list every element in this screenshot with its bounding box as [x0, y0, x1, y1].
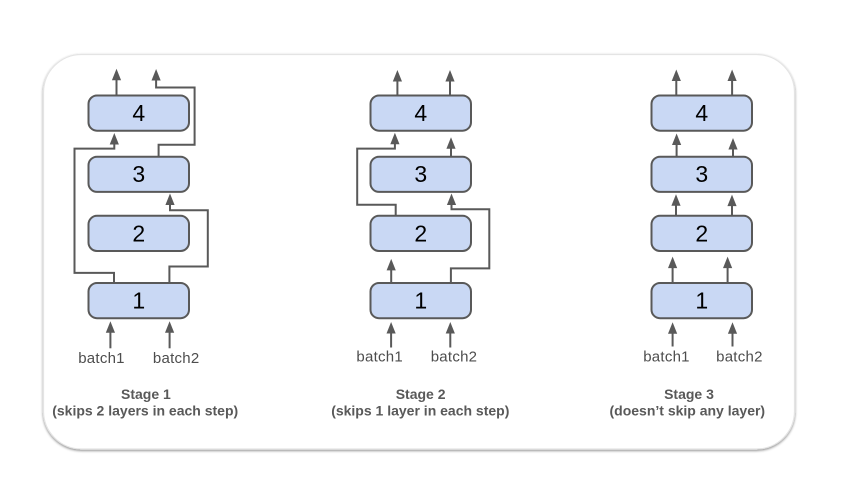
- svg-text:(skips 2 layers in each step): (skips 2 layers in each step): [52, 403, 238, 419]
- svg-text:2: 2: [132, 220, 145, 246]
- svg-text:1: 1: [132, 288, 145, 314]
- svg-text:4: 4: [132, 100, 145, 126]
- svg-text:1: 1: [414, 288, 427, 314]
- svg-text:batch2: batch2: [716, 349, 763, 366]
- svg-text:4: 4: [695, 100, 708, 126]
- svg-text:2: 2: [695, 220, 708, 246]
- svg-text:1: 1: [695, 288, 708, 314]
- svg-text:batch1: batch1: [78, 350, 125, 367]
- svg-text:3: 3: [132, 161, 145, 187]
- svg-text:3: 3: [414, 161, 427, 187]
- svg-text:batch1: batch1: [356, 349, 403, 366]
- svg-text:batch2: batch2: [431, 349, 478, 366]
- svg-text:batch1: batch1: [643, 349, 690, 366]
- svg-text:Stage 1: Stage 1: [121, 386, 171, 402]
- svg-text:(doesn’t skip any layer): (doesn’t skip any layer): [609, 403, 765, 419]
- svg-text:2: 2: [414, 220, 427, 246]
- svg-text:(skips 1 layer in each step): (skips 1 layer in each step): [331, 403, 509, 419]
- svg-text:3: 3: [695, 161, 708, 187]
- svg-text:batch2: batch2: [153, 350, 200, 367]
- svg-text:Stage 2: Stage 2: [396, 386, 446, 402]
- svg-text:4: 4: [414, 100, 427, 126]
- svg-text:Stage 3: Stage 3: [664, 386, 714, 402]
